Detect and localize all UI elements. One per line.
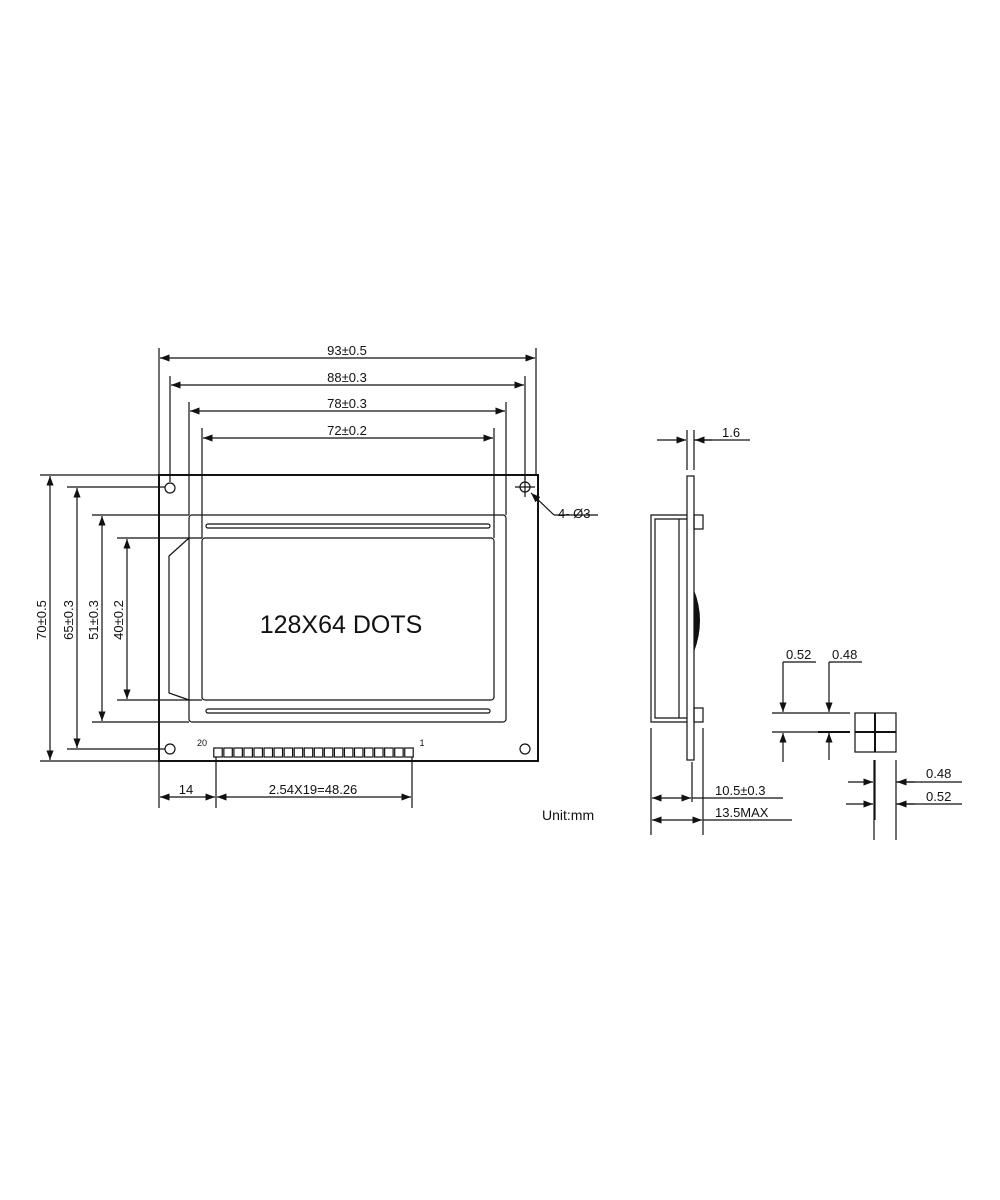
pin	[394, 747, 404, 758]
pin	[313, 747, 324, 758]
dim-height-70: 70±0.5	[34, 600, 49, 640]
pin	[353, 747, 364, 758]
side-view: 1.6 10.5±0.3 13.5MAX	[650, 425, 792, 835]
pin	[333, 747, 344, 758]
pin	[243, 747, 253, 758]
dim-pin-pitch: 2.54X19=48.26	[269, 782, 358, 797]
pin-header	[213, 747, 414, 758]
mount-hole-icon	[164, 743, 176, 755]
bezel-bar-top	[205, 523, 491, 529]
pin	[283, 747, 294, 758]
pin-detail: 0.52 0.48 0.48 0.52	[772, 647, 962, 840]
pcb-outline	[158, 474, 539, 762]
pin	[374, 747, 384, 758]
viewing-area	[201, 537, 495, 701]
dim-right-048: 0.48	[926, 766, 951, 781]
pin	[233, 747, 243, 758]
pin	[323, 747, 334, 758]
pin	[384, 747, 394, 758]
pin	[293, 747, 304, 758]
pin	[303, 747, 314, 758]
pin	[404, 747, 414, 758]
display-label: 128X64 DOTS	[260, 611, 423, 639]
pin	[253, 747, 264, 758]
dim-width-72: 72±0.2	[327, 423, 367, 438]
pin	[223, 747, 233, 758]
bezel-outline	[188, 514, 507, 723]
pin	[263, 747, 274, 758]
dim-height-51: 51±0.3	[86, 600, 101, 640]
dim-top-052: 0.52	[786, 647, 811, 662]
hole-label: 4- Ø3	[558, 506, 591, 521]
dim-max: 13.5MAX	[715, 805, 769, 820]
dim-height-40: 40±0.2	[111, 600, 126, 640]
unit-label: Unit:mm	[542, 807, 594, 823]
side-lcd-body	[650, 514, 687, 723]
dim-height-65: 65±0.3	[61, 600, 76, 640]
pin	[363, 747, 374, 758]
pin-last-label: 1	[419, 738, 424, 748]
dim-width-78: 78±0.3	[327, 396, 367, 411]
mount-hole-icon	[164, 482, 176, 494]
dim-width-93: 93±0.5	[327, 343, 367, 358]
dim-pcb-thickness: 1.6	[722, 425, 740, 440]
pin	[213, 747, 223, 758]
pin-first-label: 20	[197, 738, 207, 748]
pin	[273, 747, 284, 758]
side-ic-blob	[694, 590, 700, 652]
bezel-bar-bottom	[205, 708, 491, 714]
dim-right-052: 0.52	[926, 789, 951, 804]
bezel-slant	[168, 537, 190, 701]
dim-width-88: 88±0.3	[327, 370, 367, 385]
mount-hole-icon	[519, 743, 531, 755]
dim-pin-offset: 14	[179, 782, 193, 797]
side-pcb	[686, 475, 695, 761]
dim-top-048: 0.48	[832, 647, 857, 662]
pin	[343, 747, 354, 758]
front-view: 128X64 DOTS 20 1 93±0.5 88±0.3 78±0.3 72…	[34, 343, 598, 808]
dim-depth: 10.5±0.3	[715, 783, 766, 798]
